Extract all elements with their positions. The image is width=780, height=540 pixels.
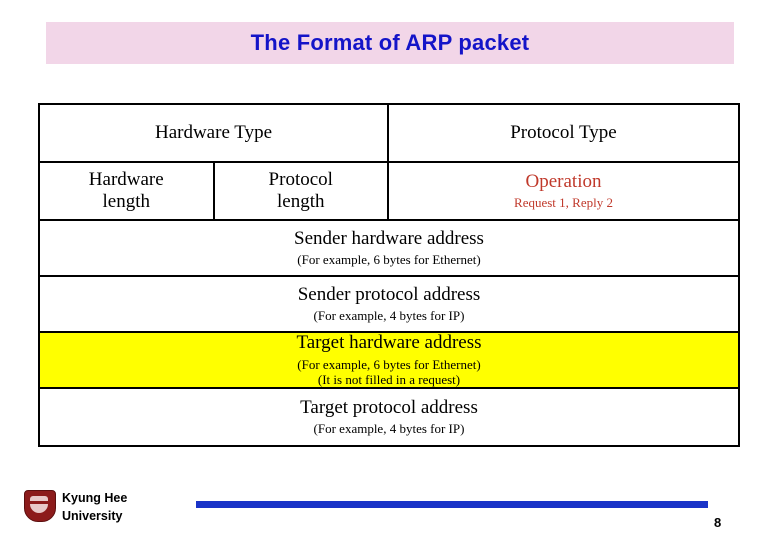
slide-title-banner: The Format of ARP packet	[46, 22, 734, 64]
crest-inner	[30, 496, 48, 513]
hardware-type-label: Hardware Type	[154, 121, 272, 143]
sender-protocol-address-sublabel: (For example, 4 bytes for IP)	[313, 308, 465, 324]
row-sender-protocol-address: Sender protocol address (For example, 4 …	[40, 277, 738, 333]
sender-protocol-address-label: Sender protocol address	[297, 284, 481, 305]
arp-packet-diagram: Hardware Type Protocol Type Hardware len…	[38, 103, 740, 447]
operation-label: Operation	[525, 171, 602, 192]
sender-hardware-address-sublabel: (For example, 6 bytes for Ethernet)	[297, 252, 481, 268]
protocol-length-label-line1: Protocol	[268, 168, 333, 190]
crest-bar	[30, 501, 48, 504]
crest-shield	[24, 490, 56, 522]
cell-hardware-length: Hardware length	[40, 163, 215, 219]
protocol-type-label: Protocol Type	[510, 121, 617, 143]
target-hardware-address-sublabel-2: (It is not filled in a request)	[317, 372, 461, 388]
row-target-protocol-address: Target protocol address (For example, 4 …	[40, 389, 738, 445]
cell-target-protocol-address: Target protocol address (For example, 4 …	[40, 389, 738, 445]
university-crest-icon	[22, 487, 60, 525]
row-target-hardware-address: Target hardware address (For example, 6 …	[40, 332, 738, 389]
cell-target-hardware-address: Target hardware address (For example, 6 …	[40, 332, 738, 388]
footer-institution-line2: University	[62, 509, 123, 524]
cell-hardware-type: Hardware Type	[40, 105, 389, 161]
row-sender-hardware-address: Sender hardware address (For example, 6 …	[40, 221, 738, 277]
cell-protocol-type: Protocol Type	[389, 105, 738, 161]
row-types: Hardware Type Protocol Type	[40, 105, 738, 163]
hardware-length-label-line2: length	[102, 191, 151, 212]
protocol-length-label-line2: length	[277, 191, 325, 212]
footer-institution: Kyung Hee University	[62, 489, 127, 525]
crest-shape	[22, 487, 56, 523]
row-lengths-operation: Hardware length Protocol length Operatio…	[40, 163, 738, 221]
target-protocol-address-sublabel: (For example, 4 bytes for IP)	[313, 421, 465, 437]
footer-divider	[196, 501, 708, 508]
slide-number: 8	[714, 515, 722, 530]
operation-sublabel: Request 1, Reply 2	[514, 195, 613, 211]
cell-protocol-length: Protocol length	[215, 163, 389, 219]
target-protocol-address-label: Target protocol address	[300, 397, 478, 418]
cell-operation: Operation Request 1, Reply 2	[389, 163, 738, 219]
target-hardware-address-sublabel-1: (For example, 6 bytes for Ethernet)	[297, 356, 481, 372]
page-title: The Format of ARP packet	[250, 30, 530, 55]
target-hardware-address-label: Target hardware address	[296, 332, 482, 354]
sender-hardware-address-label: Sender hardware address	[294, 228, 484, 249]
footer-institution-line1: Kyung Hee	[62, 491, 128, 505]
cell-sender-hardware-address: Sender hardware address (For example, 6 …	[40, 221, 738, 275]
hardware-length-label-line1: Hardware	[88, 168, 164, 190]
cell-sender-protocol-address: Sender protocol address (For example, 4 …	[40, 277, 738, 331]
